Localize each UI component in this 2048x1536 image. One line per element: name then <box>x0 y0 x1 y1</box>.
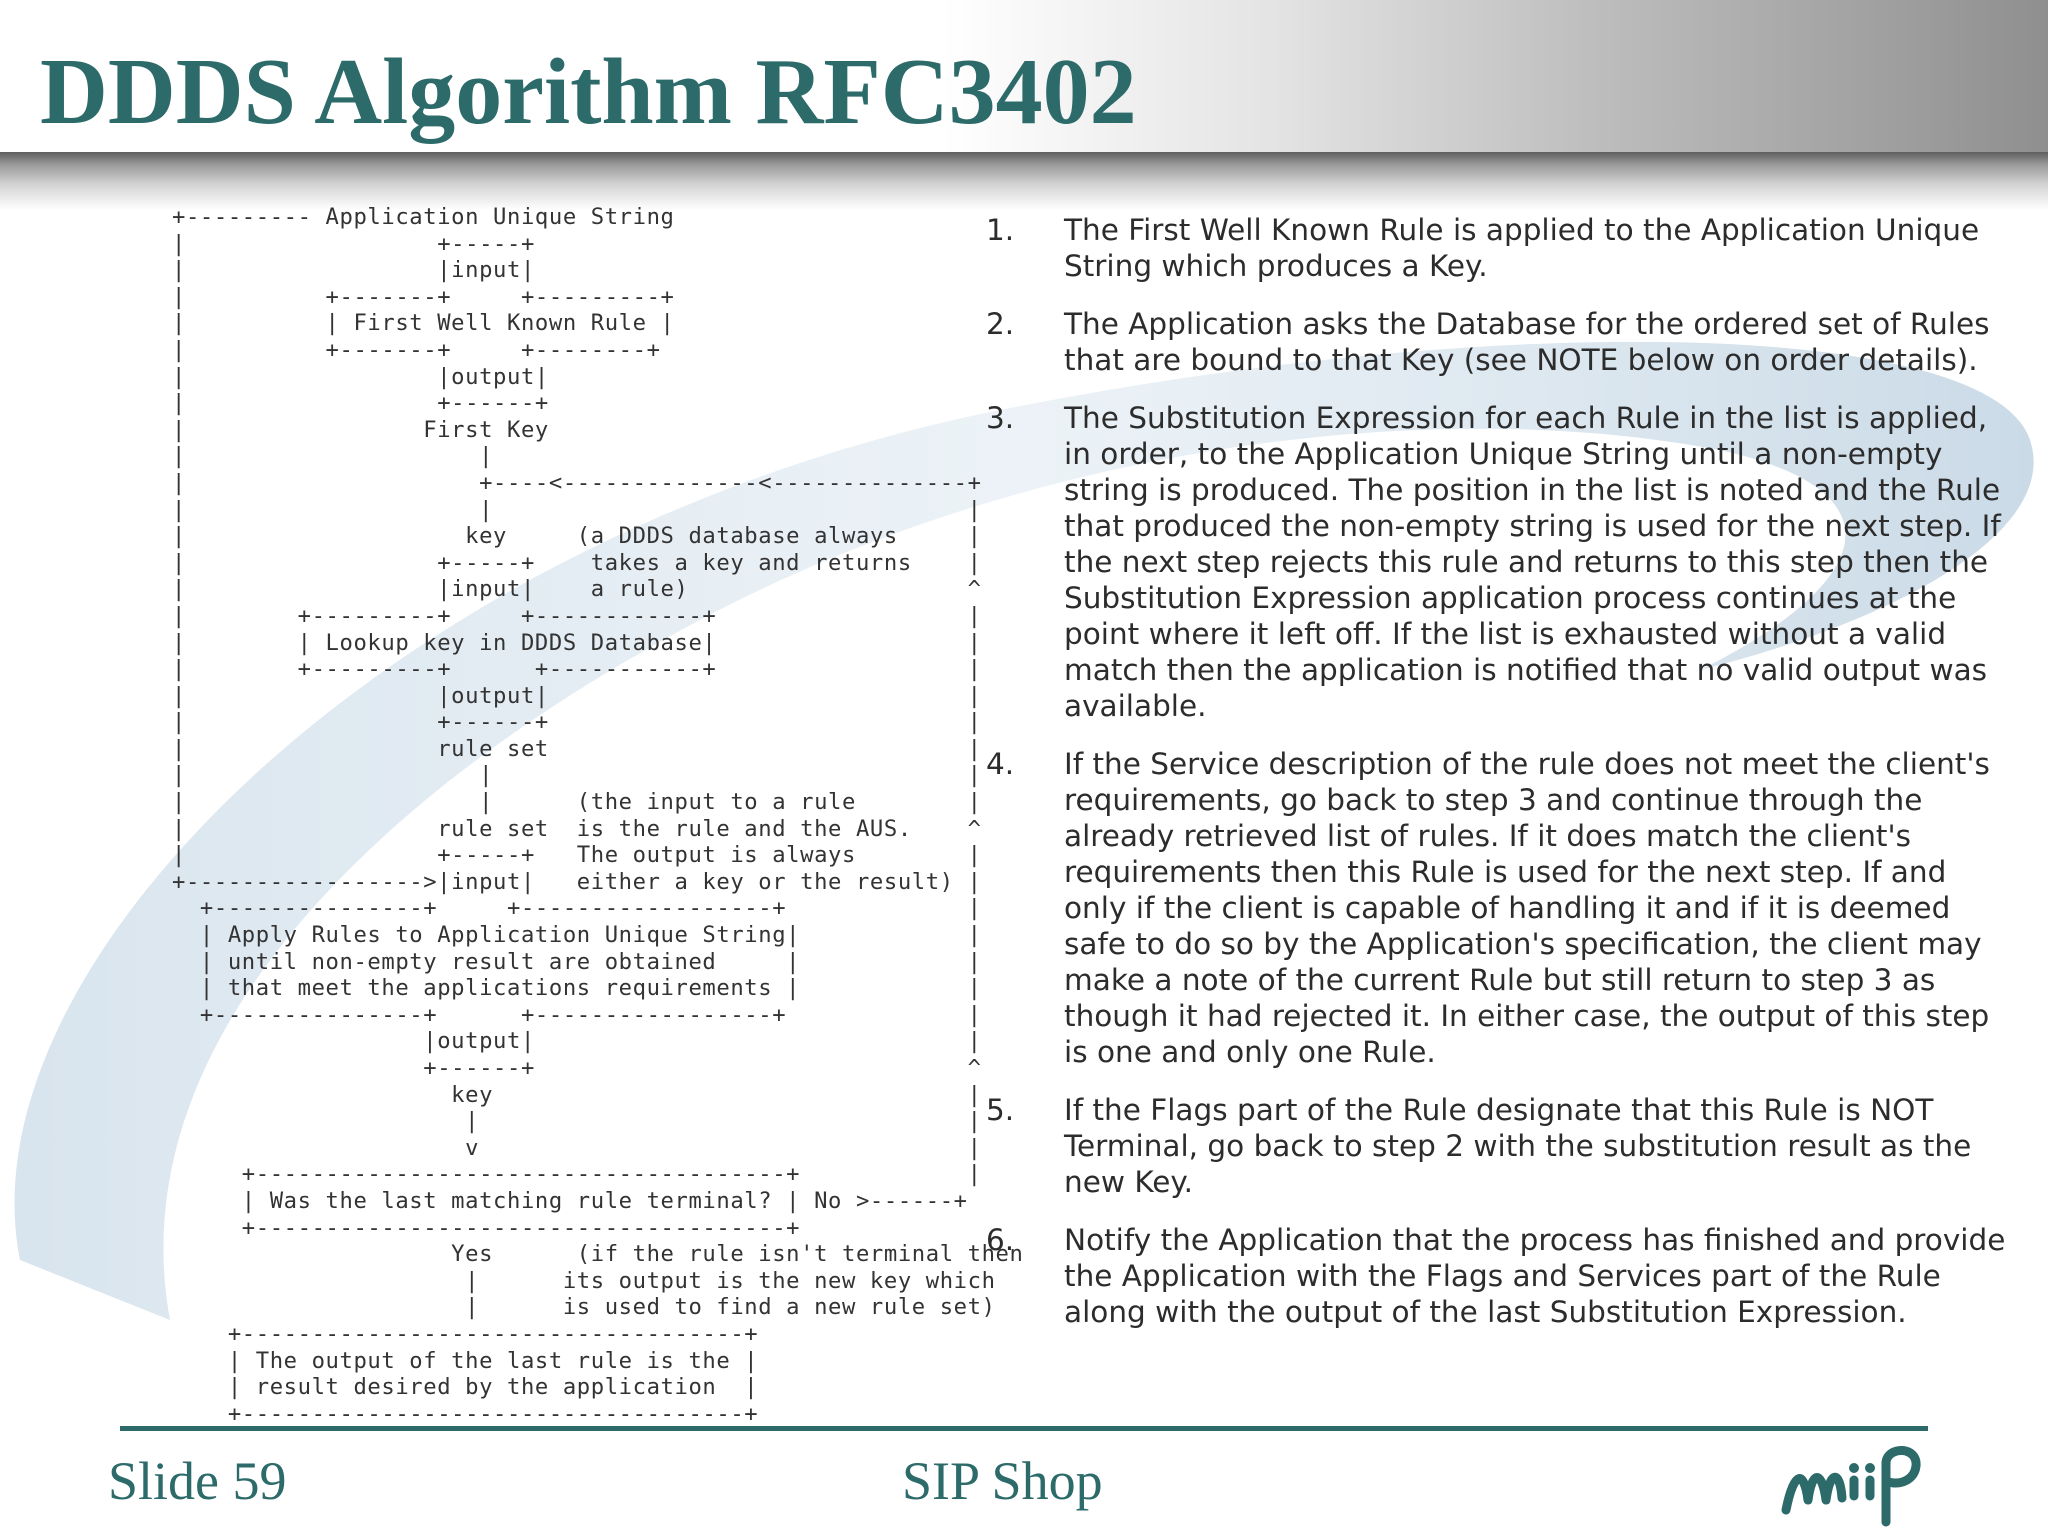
diagram-line: +------------------------------------+ <box>172 1320 759 1347</box>
diagram-line: | | <box>172 443 494 470</box>
diagram-line: | +----<--------------<--------------+ <box>172 469 982 496</box>
step-item: 5. If the Flags part of the Rule designat… <box>986 1092 2006 1200</box>
diagram-line: +---------------+ +------------------+ | <box>172 895 982 922</box>
diagram-line: key | <box>172 1081 982 1108</box>
step-number: 5. <box>986 1093 1015 1127</box>
algorithm-steps-list: 1. The First Well Known Rule is applied t… <box>986 212 2006 1352</box>
step-item: 4. If the Service description of the rule… <box>986 746 2006 1070</box>
background-swoosh <box>14 341 2034 1320</box>
diagram-line: +------------------------------------+ <box>172 1400 759 1427</box>
diagram-line: | +------+ | <box>172 709 982 736</box>
diagram-line: | | | <box>172 496 982 523</box>
diagram-line: | | First Well Known Rule | <box>172 310 675 337</box>
step-text: If the Service description of the rule d… <box>1064 747 1990 1069</box>
diagram-line: +----------------->|input| either a key … <box>172 868 982 895</box>
slide-number: Slide 59 <box>108 1451 287 1511</box>
step-number: 6. <box>986 1223 1015 1257</box>
diagram-line: Yes (if the rule isn't terminal then <box>172 1241 1024 1268</box>
diagram-line: | The output of the last rule is the | <box>172 1347 759 1374</box>
diagram-line: | Was the last matching rule terminal? |… <box>172 1187 968 1214</box>
diagram-line: +---------------+ +-----------------+ | <box>172 1001 982 1028</box>
page-title: DDDS Algorithm RFC3402 <box>40 40 1137 144</box>
diagram-line: +--------------------------------------+… <box>172 1161 982 1188</box>
diagram-line: | | <box>172 1108 982 1135</box>
step-text: Notify the Application that the process … <box>1064 1223 2006 1329</box>
diagram-line: | |input| <box>172 257 535 284</box>
step-text: If the Flags part of the Rule designate … <box>1064 1093 1972 1199</box>
title-bar-shadow <box>0 152 2048 210</box>
diagram-line: | +------+ <box>172 390 549 417</box>
step-number: 3. <box>986 401 1015 435</box>
diagram-line: |output| | <box>172 1028 982 1055</box>
diagram-line: | | (the input to a rule | <box>172 789 982 816</box>
diagram-line: +------+ ^ <box>172 1055 982 1081</box>
diagram-line: v | <box>172 1134 982 1161</box>
diagram-line: | rule set | <box>172 735 982 762</box>
step-item: 1. The First Well Known Rule is applied t… <box>986 212 2006 284</box>
diagram-line: | is used to find a new rule set) <box>172 1294 996 1321</box>
footer-title: SIP Shop <box>902 1451 1103 1511</box>
step-item: 3. The Substitution Expression for each R… <box>986 400 2006 724</box>
diagram-line: +--------- Application Unique String <box>172 204 675 230</box>
ddds-ascii-flow-diagram: +--------- Application Unique String | +… <box>172 204 1023 1427</box>
diagram-line: | key (a DDDS database always | <box>172 523 982 550</box>
diagram-line: | |input| a rule) ^ <box>172 576 982 603</box>
diagram-line: | +-----+ <box>172 230 535 257</box>
diagram-line: | +-------+ +---------+ <box>172 283 675 310</box>
step-text: The First Well Known Rule is applied to … <box>1064 213 1980 283</box>
diagram-line: | |output| | <box>172 682 982 709</box>
step-number: 1. <box>986 213 1015 247</box>
title-bar <box>0 0 2048 160</box>
diagram-line: | +-----+ takes a key and returns | <box>172 549 982 576</box>
diagram-line: | Apply Rules to Application Unique Stri… <box>172 922 982 949</box>
step-item: 2. The Application asks the Database for … <box>986 306 2006 378</box>
company-logo-icon <box>1781 1446 1921 1527</box>
diagram-line: | +-----+ The output is always | <box>172 842 982 869</box>
diagram-line: | rule set is the rule and the AUS. ^ <box>172 815 982 842</box>
diagram-line: | its output is the new key which <box>172 1267 996 1294</box>
diagram-line: | result desired by the application | <box>172 1374 759 1401</box>
diagram-line: | |output| <box>172 363 549 390</box>
step-text: The Substitution Expression for each Rul… <box>1064 401 2001 723</box>
diagram-line: | First Key <box>172 416 549 443</box>
footer-divider <box>120 1426 1928 1431</box>
diagram-line: | +-------+ +--------+ <box>172 336 661 363</box>
diagram-line: | | Lookup key in DDDS Database| | <box>172 629 982 656</box>
diagram-line: | that meet the applications requirement… <box>172 975 982 1002</box>
step-item: 6. Notify the Application that the proces… <box>986 1222 2006 1330</box>
diagram-line: | | | <box>172 762 982 789</box>
diagram-line: +--------------------------------------+ <box>172 1214 801 1241</box>
diagram-line: | +---------+ +-----------+ | <box>172 656 982 683</box>
step-number: 4. <box>986 747 1015 781</box>
step-text: The Application asks the Database for th… <box>1064 307 1990 377</box>
diagram-line: | +---------+ +------------+ | <box>172 602 982 629</box>
step-number: 2. <box>986 307 1015 341</box>
diagram-line: | until non-empty result are obtained | … <box>172 948 982 975</box>
